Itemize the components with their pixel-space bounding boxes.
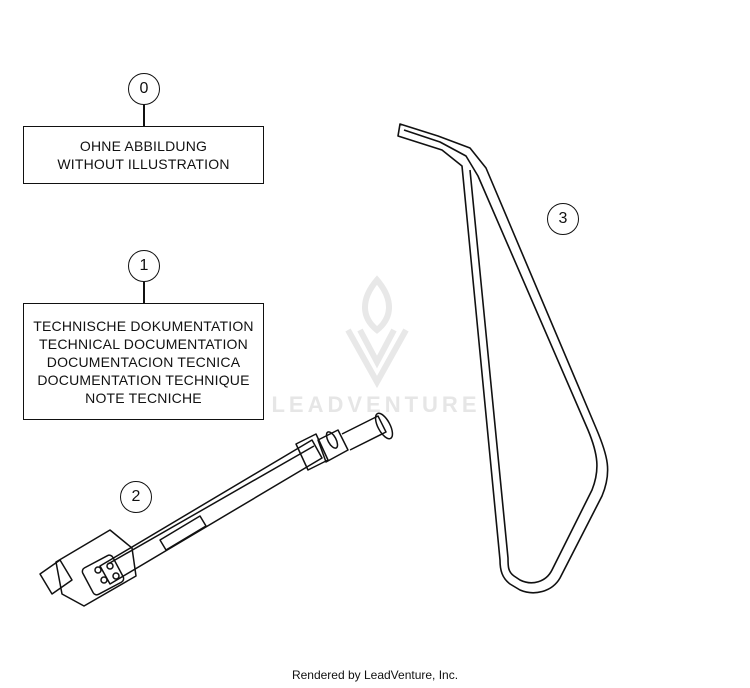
tire-pressure-gauge-icon bbox=[39, 412, 394, 607]
callout-1: 1 bbox=[128, 250, 160, 282]
label-box-1: TECHNISCHE DOKUMENTATION TECHNICAL DOCUM… bbox=[23, 303, 264, 420]
callout-2-number: 2 bbox=[131, 488, 141, 505]
label-box-1-line-2: TECHNICAL DOCUMENTATION bbox=[39, 335, 248, 352]
callout-0: 0 bbox=[128, 73, 160, 105]
leadventure-logo-icon bbox=[345, 275, 409, 389]
callout-3-number: 3 bbox=[558, 210, 568, 227]
callout-2: 2 bbox=[120, 481, 152, 513]
label-box-1-line-5: NOTE TECNICHE bbox=[85, 389, 202, 406]
label-box-1-line-3: DOCUMENTACION TECNICA bbox=[46, 353, 241, 370]
callout-0-number: 0 bbox=[139, 80, 149, 97]
label-box-1-line-1: TECHNISCHE DOKUMENTATION bbox=[33, 317, 254, 334]
callout-1-leader bbox=[143, 282, 145, 304]
callout-3: 3 bbox=[547, 203, 579, 235]
footer-credit: Rendered by LeadVenture, Inc. bbox=[291, 668, 459, 682]
callout-1-number: 1 bbox=[139, 257, 149, 274]
side-stand-icon bbox=[397, 123, 609, 594]
label-box-0: OHNE ABBILDUNG WITHOUT ILLUSTRATION bbox=[23, 126, 264, 184]
watermark-text: LEADVENTURE bbox=[271, 392, 481, 417]
label-box-1-line-4: DOCUMENTATION TECHNIQUE bbox=[37, 371, 250, 388]
callout-0-leader bbox=[143, 105, 145, 127]
label-box-0-line-2: WITHOUT ILLUSTRATION bbox=[57, 156, 230, 172]
label-box-0-line-1: OHNE ABBILDUNG bbox=[79, 138, 208, 154]
